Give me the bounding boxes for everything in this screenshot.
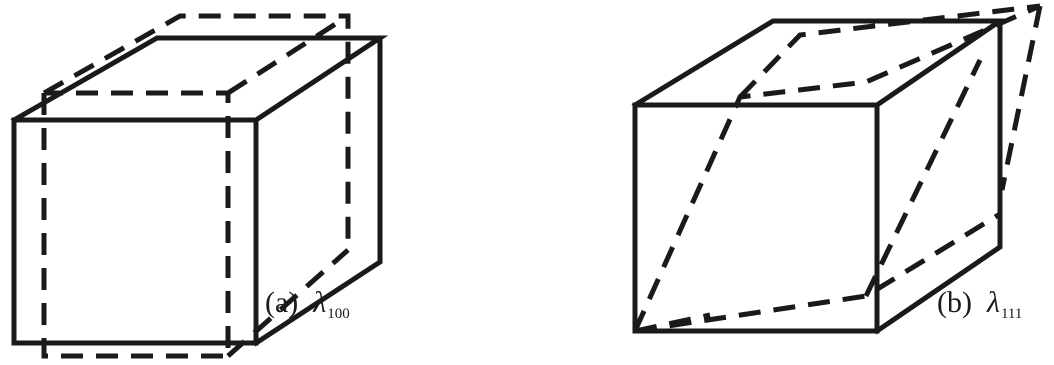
panel-b-caption: (b) λ111 bbox=[937, 288, 1022, 322]
panel-a-caption: (a) λ100 bbox=[265, 288, 350, 322]
panel-b-subscript: 111 bbox=[1000, 306, 1023, 322]
panel-a-deformed-cube bbox=[41, 13, 351, 359]
panel-b-deformed-cube bbox=[632, 3, 1043, 334]
panel-b-label: (b) bbox=[937, 286, 972, 319]
panel-b-symbol: λ bbox=[986, 286, 1000, 319]
panel-a-reference-cube bbox=[10, 35, 389, 347]
panel-a-label: (a) bbox=[265, 286, 299, 319]
panel-a-subscript: 100 bbox=[327, 306, 350, 322]
panel-b-reference-cube bbox=[631, 18, 1009, 335]
panel-a-diagram bbox=[10, 13, 389, 359]
panel-b-diagram bbox=[631, 3, 1043, 335]
panel-a-symbol: λ bbox=[313, 286, 327, 319]
